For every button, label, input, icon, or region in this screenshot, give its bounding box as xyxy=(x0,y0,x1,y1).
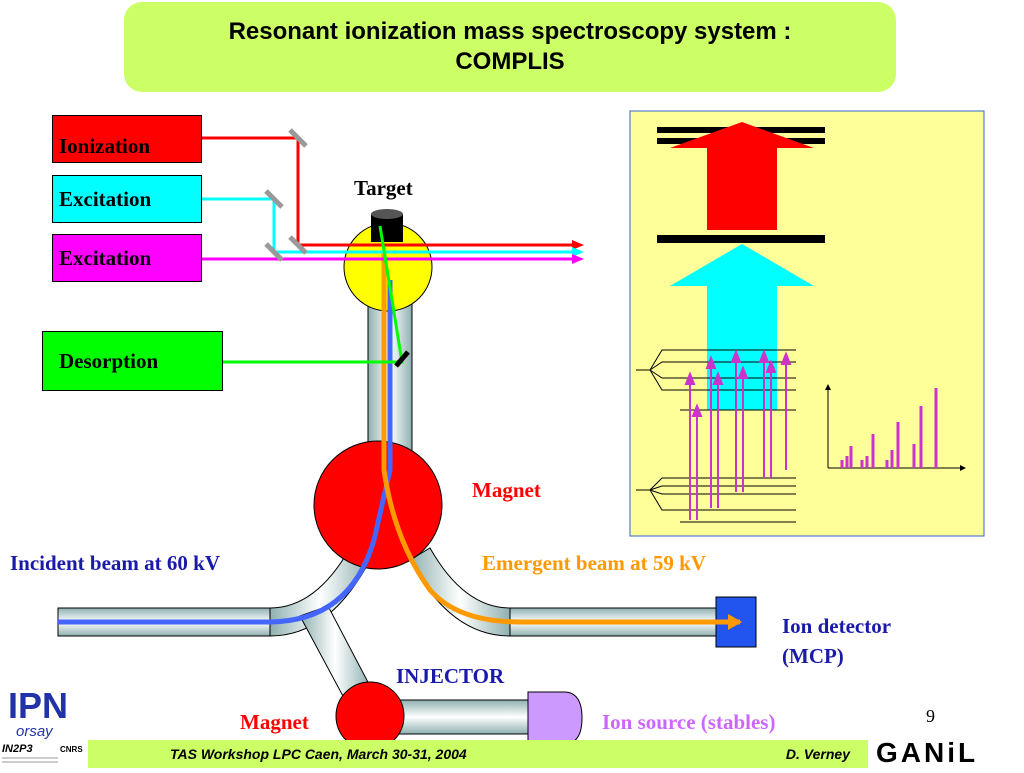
in2p3-logo-text: IN2P3 xyxy=(2,743,33,755)
mirrors xyxy=(264,128,410,368)
ionization-scheme-inset xyxy=(629,110,985,537)
ion-detector-label: Ion detector (MCP) xyxy=(782,611,891,671)
desorption-laser-box: Desorption xyxy=(42,331,223,391)
ionization-laser-path xyxy=(202,136,574,247)
excitation-laser-box-2: Excitation xyxy=(52,234,202,282)
ion-source-label: Ion source (stables) xyxy=(602,710,776,734)
emergent-beam-arrow xyxy=(728,614,742,630)
emergent-beam-label: Emergent beam at 59 kV xyxy=(482,551,706,575)
incident-beam-label: Incident beam at 60 kV xyxy=(10,551,221,575)
excitation-laser-label-1: Excitation xyxy=(59,186,152,211)
ipn-logo-text: IPN xyxy=(8,685,68,726)
ionization-laser-box: Ionization xyxy=(52,115,202,163)
title-line-1: Resonant ionization mass spectroscopy sy… xyxy=(228,18,792,45)
incident-beam xyxy=(58,280,393,625)
ganil-logo: GANiL xyxy=(876,737,979,768)
injector-magnet-label: Magnet xyxy=(240,710,309,734)
ion-detector-label-line-1: Ion detector xyxy=(782,614,892,638)
excitation-laser-label-2: Excitation xyxy=(59,245,152,270)
footer-author: D. Verney xyxy=(785,746,850,762)
upper-hyperfine-levels xyxy=(636,349,796,411)
target-holder xyxy=(371,209,403,242)
injector-tube-horizontal xyxy=(391,699,533,735)
title-box: Resonant ionization mass spectroscopy sy… xyxy=(124,2,896,92)
footer-bar: TAS Workshop LPC Caen, March 30-31, 2004… xyxy=(88,740,868,768)
inset-background xyxy=(629,110,985,537)
main-magnet-label: Magnet xyxy=(472,478,541,502)
footer-event: TAS Workshop LPC Caen, March 30-31, 2004 xyxy=(170,746,467,762)
ionization-laser-label: Ionization xyxy=(59,133,151,158)
emergent-bend-tube xyxy=(409,547,511,637)
target-label: Target xyxy=(354,176,413,200)
excitation-laser-box-1: Excitation xyxy=(52,175,202,223)
lower-hyperfine-levels xyxy=(636,477,796,523)
injector-label: INJECTOR xyxy=(396,664,505,688)
emergent-beam xyxy=(381,252,740,625)
title-line-2: COMPLIS xyxy=(455,48,565,75)
ion-source xyxy=(527,691,583,745)
ionization-step-arrow xyxy=(670,122,814,230)
orsay-logo-text: orsay xyxy=(16,723,54,740)
excitation-step-arrow xyxy=(670,244,814,410)
ipn-orsay-logo: IPN orsay IN2P3 CNRS xyxy=(2,682,86,768)
transition-arrows xyxy=(684,349,792,520)
ion-detector-label-line-2: (MCP) xyxy=(782,644,844,668)
cnrs-logo-text: CNRS xyxy=(60,745,83,754)
excitation-laser-path-1 xyxy=(202,197,574,254)
desorption-laser-label: Desorption xyxy=(59,348,159,373)
page-number: 9 xyxy=(926,706,935,726)
mini-spectrum xyxy=(825,384,966,471)
main-magnet xyxy=(313,440,443,570)
